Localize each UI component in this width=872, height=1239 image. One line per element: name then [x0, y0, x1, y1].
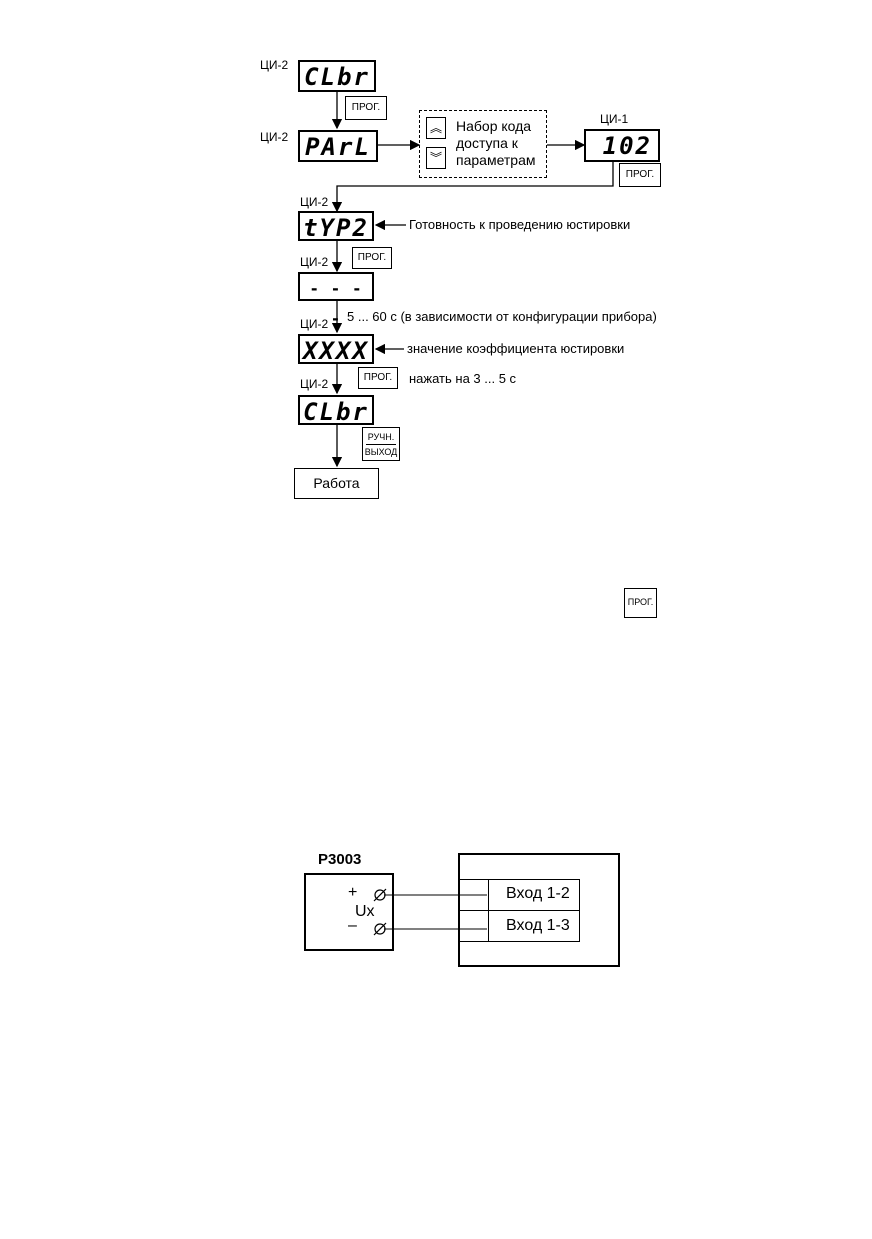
access-line-1: Набор кода — [456, 118, 532, 134]
terminal-minus-icon — [373, 922, 387, 936]
prog-key[interactable]: ПРОГ. — [345, 96, 387, 120]
ux-label: Ux — [355, 903, 375, 920]
source-label: Р3003 — [318, 851, 362, 868]
prog-key-standalone[interactable]: ПРОГ. — [624, 588, 657, 618]
display-dashes: - - - - — [298, 272, 374, 328]
prog-key[interactable]: ПРОГ. — [358, 367, 398, 389]
input-1-3-label: Вход 1-3 — [506, 917, 570, 934]
note-readiness: Готовность к проведению юстировки — [409, 217, 631, 232]
access-line-2: доступа к — [456, 135, 518, 151]
access-line-3: параметрам — [456, 152, 536, 168]
work-box: Работа — [294, 468, 379, 499]
display-parl: PArL — [298, 130, 378, 162]
note-timing: 5 ... 60 с (в зависимости от конфигураци… — [347, 309, 657, 324]
access-code-box: ︽ ︾ Набор кода доступа к параметрам — [419, 110, 547, 178]
input-1-2-label: Вход 1-2 — [506, 885, 570, 902]
display-clbr: CLbr — [298, 395, 374, 426]
source-box — [304, 873, 394, 951]
indicator-label-ci2: ЦИ-2 — [300, 195, 329, 209]
plus-sign: + — [348, 884, 358, 901]
note-coefficient: значение коэффициента юстировки — [407, 341, 625, 356]
display-typ2: tYP2 — [298, 211, 374, 242]
terminal-plus-icon — [373, 888, 387, 902]
display-xxxx: XXXX — [298, 334, 374, 365]
access-code-text: Набор кода доступа к параметрам — [456, 118, 536, 169]
prog-key[interactable]: ПРОГ. — [352, 247, 392, 269]
display-code: 102 — [584, 129, 660, 162]
indicator-label-ci2: ЦИ-2 — [260, 58, 289, 72]
indicator-label-ci2: ЦИ-2 — [300, 255, 329, 269]
arrow-code-to-typ2 — [331, 162, 614, 213]
terminal-row-divider — [460, 910, 580, 911]
note-press: нажать на 3 ... 5 с — [409, 371, 517, 386]
indicator-label-ci2: ЦИ-2 — [300, 317, 329, 331]
display-clbr: CLbr — [298, 60, 376, 92]
up-arrow-icon[interactable]: ︽ — [426, 117, 446, 139]
indicator-label-ci1: ЦИ-1 — [600, 112, 629, 126]
exit-key-label: ВЫХОД — [364, 447, 398, 457]
device-box: Вход 1-2 Вход 1-3 — [458, 853, 620, 967]
indicator-label-ci2: ЦИ-2 — [260, 130, 289, 144]
prog-key[interactable]: ПРОГ. — [619, 163, 661, 187]
indicator-label-ci2: ЦИ-2 — [300, 377, 329, 391]
manual-exit-key[interactable]: РУЧН. ВЫХОД — [362, 427, 400, 461]
minus-sign: – — [348, 917, 357, 934]
down-arrow-icon[interactable]: ︾ — [426, 147, 446, 169]
manual-key-label: РУЧН. — [366, 430, 396, 445]
